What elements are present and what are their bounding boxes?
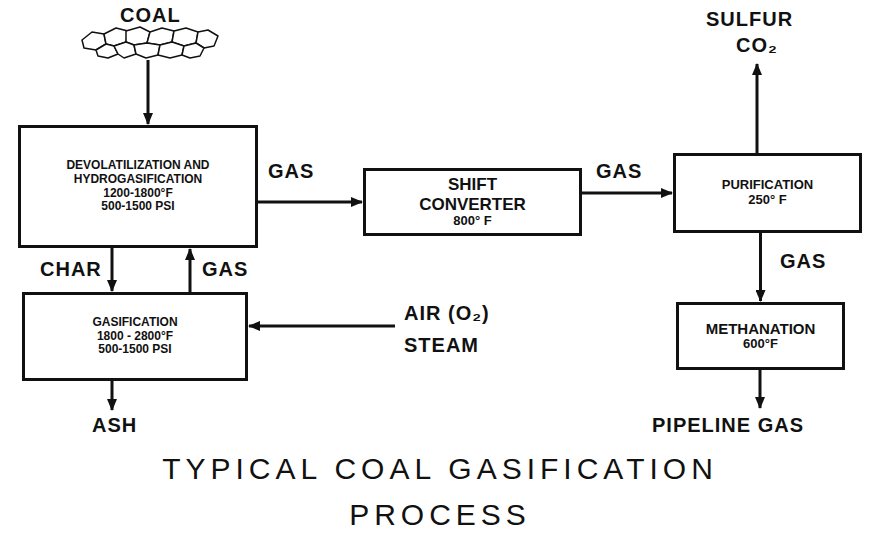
process-name: GASIFICATION: [92, 316, 177, 330]
stream-label: CHAR: [38, 258, 104, 280]
process-condition: 500-1500 PSI: [101, 200, 174, 214]
coal-arrow: [147, 60, 150, 124]
process-name: PURIFICATION: [722, 178, 813, 193]
process-condition: 1800 - 2800°F: [97, 330, 173, 344]
process-name: METHANATION: [706, 320, 816, 337]
coal-pile: [82, 27, 218, 58]
process-condition: 1200-1800°F: [103, 187, 173, 201]
process-condition: 250° F: [748, 193, 786, 208]
process-box: DEVOLATILIZATION AND HYDROGASIFICATION12…: [18, 125, 258, 248]
flow-connector: [582, 192, 672, 195]
stream-name: PIPELINE GAS: [650, 414, 806, 436]
stream-label: GAS: [200, 258, 250, 280]
process-name: SHIFT CONVERTER: [408, 175, 538, 214]
stream-label: GAS: [778, 250, 828, 272]
process-condition: 500-1500 PSI: [98, 343, 171, 357]
stream-label: GAS: [266, 160, 316, 182]
pipeline-arrow: [759, 370, 762, 408]
process-name: DEVOLATILIZATION AND HYDROGASIFICATION: [31, 159, 246, 187]
stream-name: AIR (O₂): [402, 302, 492, 324]
stream-name: SULFUR: [704, 8, 795, 30]
process-box: METHANATION600°F: [676, 302, 845, 370]
sulfur-arrow: [756, 64, 759, 153]
process-box: SHIFT CONVERTER800° F: [363, 168, 582, 236]
stream-name: CO₂: [734, 34, 780, 56]
stream-name: ASH: [90, 414, 139, 436]
stream-name: COAL: [118, 4, 183, 26]
stream-name: STEAM: [402, 334, 481, 356]
process-condition: 800° F: [453, 214, 491, 229]
diagram-title: TYPICAL COAL GASIFICATION PROCESS: [110, 446, 770, 537]
process-box: PURIFICATION250° F: [673, 153, 862, 233]
air-arrow: [249, 325, 395, 328]
process-condition: 600°F: [743, 337, 778, 352]
flow-connector: [111, 248, 114, 291]
ash-arrow: [111, 381, 114, 410]
stream-label: GAS: [594, 160, 644, 182]
flow-connector: [258, 201, 362, 204]
flow-connector: [759, 233, 762, 301]
process-box: GASIFICATION1800 - 2800°F500-1500 PSI: [22, 292, 248, 381]
flow-connector: [189, 249, 192, 292]
